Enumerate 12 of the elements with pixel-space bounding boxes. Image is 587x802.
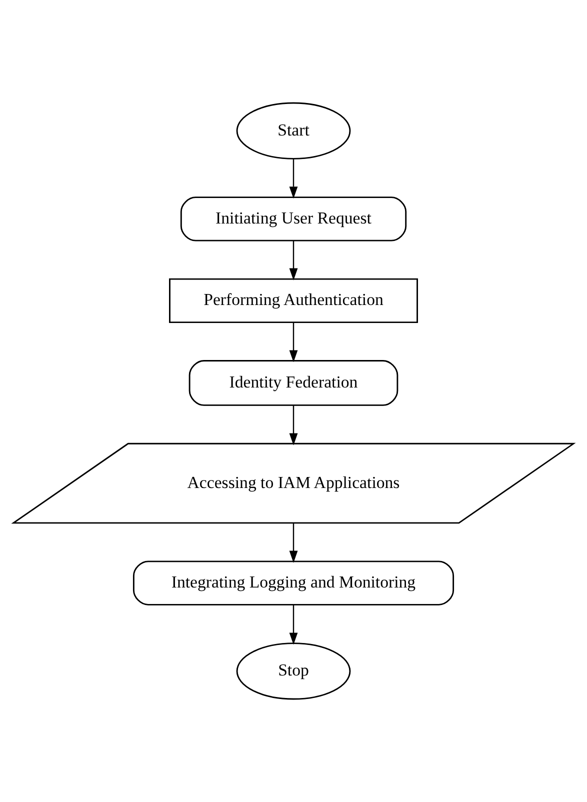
arrow	[289, 405, 298, 446]
node-box: Initiating User Request	[180, 196, 407, 242]
node-ellipse: Stop	[236, 642, 351, 700]
arrow	[289, 241, 298, 280]
node-box: Integrating Logging and Monitoring	[132, 560, 454, 606]
arrow	[289, 605, 298, 645]
node-ellipse: Start	[236, 102, 351, 160]
arrow	[289, 522, 298, 563]
arrow	[289, 159, 298, 199]
node-box: Performing Authentication	[169, 278, 418, 324]
node-box: Identity Federation	[188, 360, 398, 406]
arrow	[289, 322, 298, 362]
